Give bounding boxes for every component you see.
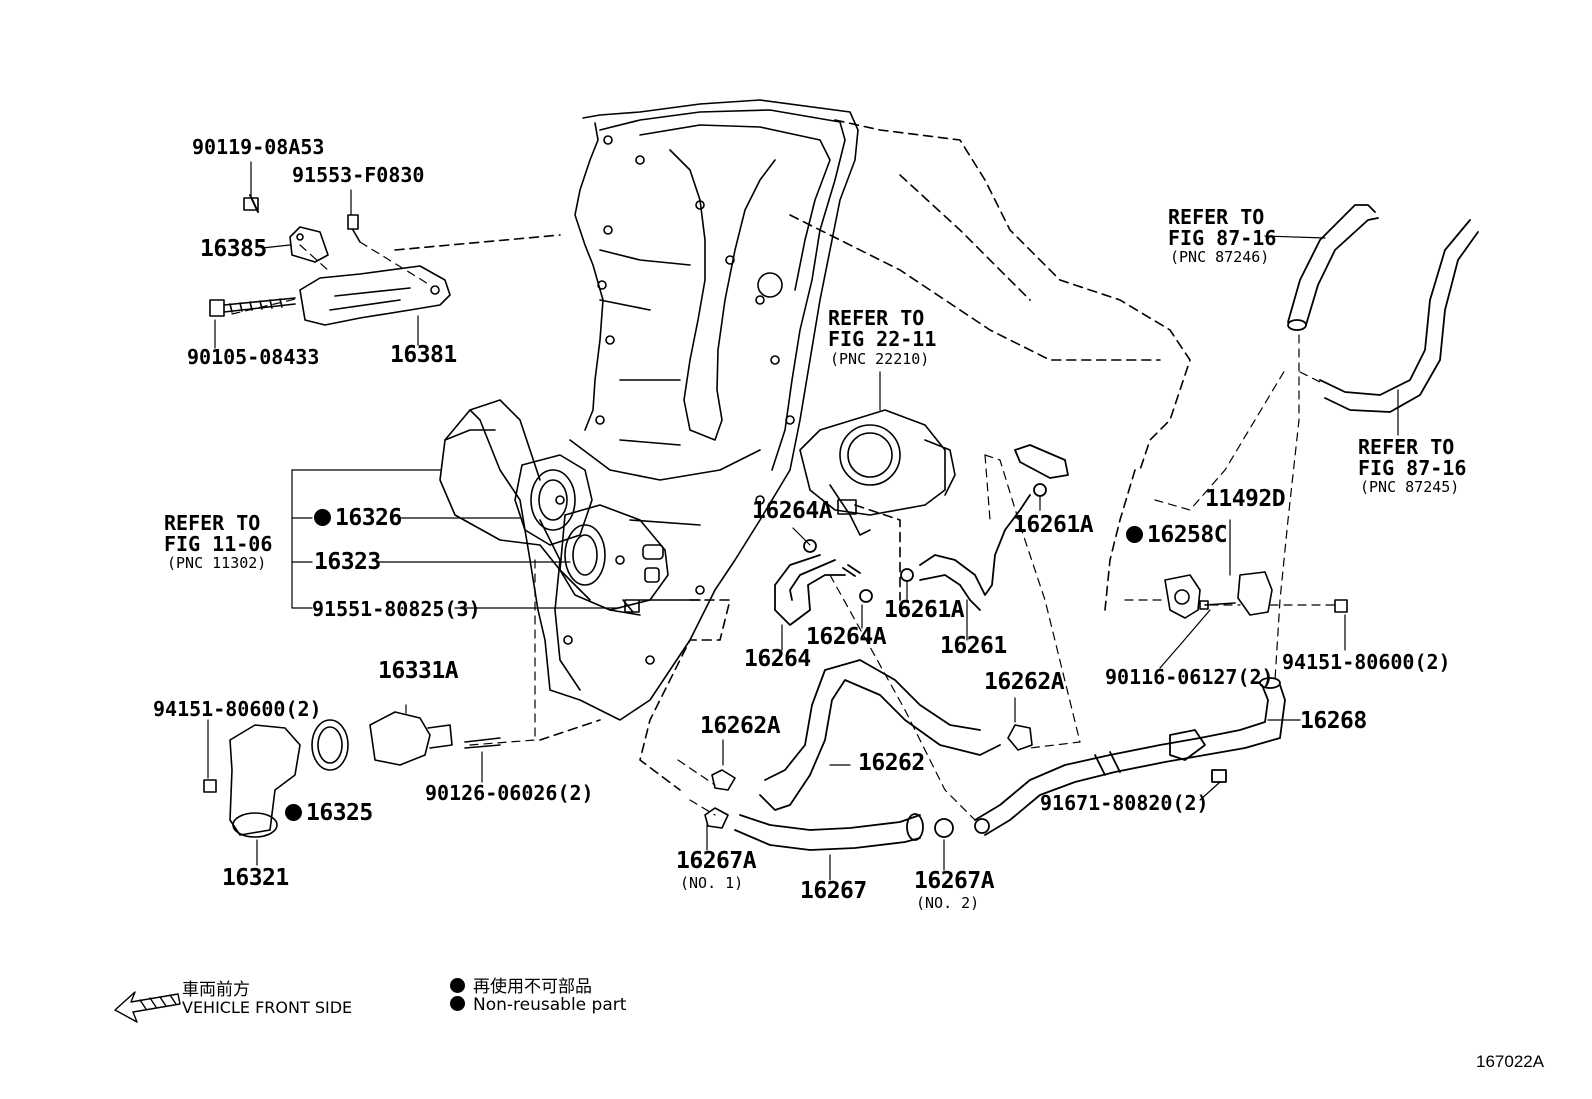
part-label-94151-80600-right[interactable]: 94151-80600(2) [1282, 650, 1451, 674]
bracket-assembly [209, 194, 451, 326]
leader-lines [207, 161, 1399, 881]
part-label-16385[interactable]: 16385 [200, 236, 267, 262]
ref-fig22-line2[interactable]: FIG 22-11 [828, 327, 937, 351]
part-label-91553-f0830[interactable]: 91553-F0830 [292, 163, 425, 187]
legend-dot-icon [450, 996, 465, 1011]
gasket-flange [1164, 571, 1348, 619]
non-reusable-marker [285, 804, 302, 821]
part-label-16267a-no2-sub: (NO. 2) [916, 894, 980, 912]
ref-fig11-line1: REFER TO [164, 511, 261, 535]
hose-clamps [704, 724, 1033, 829]
ref-fig11-line2[interactable]: FIG 11-06 [164, 532, 273, 556]
part-label-16261a-top[interactable]: 16261A [1013, 512, 1094, 538]
part-label-91551-80825[interactable]: 91551-80825(3) [312, 597, 481, 621]
part-label-16262a-left[interactable]: 16262A [700, 713, 781, 739]
part-label-16264a-top[interactable]: 16264A [752, 498, 833, 524]
ref-fig87a-line2[interactable]: FIG 87-16 [1168, 226, 1277, 250]
part-label-16261a-mid[interactable]: 16261A [884, 597, 965, 623]
ref-fig87a-line1: REFER TO [1168, 205, 1265, 229]
part-label-16381[interactable]: 16381 [390, 342, 457, 368]
hose-16267 [734, 813, 954, 851]
hose-87245 [1319, 219, 1479, 413]
ref-fig87a-line3: (PNC 87246) [1170, 248, 1270, 266]
pipe-16268 [974, 677, 1286, 836]
part-label-16261[interactable]: 16261 [940, 633, 1007, 659]
thermostat-group [203, 711, 501, 838]
part-label-16262a-right[interactable]: 16262A [984, 669, 1065, 695]
part-label-16321[interactable]: 16321 [222, 865, 289, 891]
non-reusable-marker [314, 509, 331, 526]
part-label-11492d[interactable]: 11492D [1205, 486, 1286, 512]
non-reusable-marker [1126, 526, 1143, 543]
part-label-16267a-no1[interactable]: 16267A [676, 848, 757, 874]
engine-head-outline [394, 119, 1191, 791]
part-label-16323[interactable]: 16323 [314, 549, 381, 575]
part-label-16326[interactable]: 16326 [314, 507, 402, 530]
hose-16262 [759, 659, 1001, 811]
ref-fig87b-line1: REFER TO [1358, 435, 1455, 459]
legend-dot-icon [450, 978, 465, 993]
water-inlet-housing [514, 454, 669, 616]
ref-fig22-line1: REFER TO [828, 306, 925, 330]
part-label-91671-80820[interactable]: 91671-80820(2) [1040, 791, 1209, 815]
part-label-16267a-no1-sub: (NO. 1) [680, 874, 744, 892]
figure-id: 167022A [1476, 1052, 1545, 1071]
part-label-16325[interactable]: 16325 [285, 802, 373, 825]
hose-16261 [900, 444, 1069, 611]
part-label-90105-08433[interactable]: 90105-08433 [187, 345, 320, 369]
part-label-90119-08a53[interactable]: 90119-08A53 [192, 135, 325, 159]
legend-front-en: VEHICLE FRONT SIDE [182, 998, 353, 1017]
legend-nonreuse-jp-row: 再使用不可部品 [450, 972, 592, 997]
legend-front-jp: 車両前方 [182, 980, 250, 1000]
hose-87246 [1287, 204, 1379, 331]
vehicle-front-arrow [114, 991, 181, 1023]
part-label-16268[interactable]: 16268 [1300, 708, 1367, 734]
dashed-connectors [231, 241, 1336, 821]
ref-fig87b-line3: (PNC 87245) [1360, 478, 1460, 496]
part-label-90126-06026[interactable]: 90126-06026(2) [425, 781, 594, 805]
part-label-16267[interactable]: 16267 [800, 878, 867, 904]
throttle-body [799, 409, 956, 536]
part-label-90116-06127[interactable]: 90116-06127(2) [1105, 665, 1274, 689]
part-label-94151-80600-left[interactable]: 94151-80600(2) [153, 697, 322, 721]
ref-fig22-line3: (PNC 22210) [830, 350, 930, 368]
part-label-16267a-no2[interactable]: 16267A [914, 868, 995, 894]
ref-fig87b-line2[interactable]: FIG 87-16 [1358, 456, 1467, 480]
hose-16264 [774, 539, 873, 626]
timing-cover [439, 99, 859, 721]
part-label-16264a-mid[interactable]: 16264A [806, 624, 887, 650]
part-label-16258c[interactable]: 16258C [1126, 524, 1228, 547]
part-label-16262[interactable]: 16262 [858, 750, 925, 776]
legend-nonreuse-en-row: Non-reusable part [450, 995, 626, 1015]
part-label-16264[interactable]: 16264 [744, 646, 811, 672]
ref-fig11-line3: (PNC 11302) [167, 554, 267, 572]
part-label-16331a[interactable]: 16331A [378, 658, 459, 684]
